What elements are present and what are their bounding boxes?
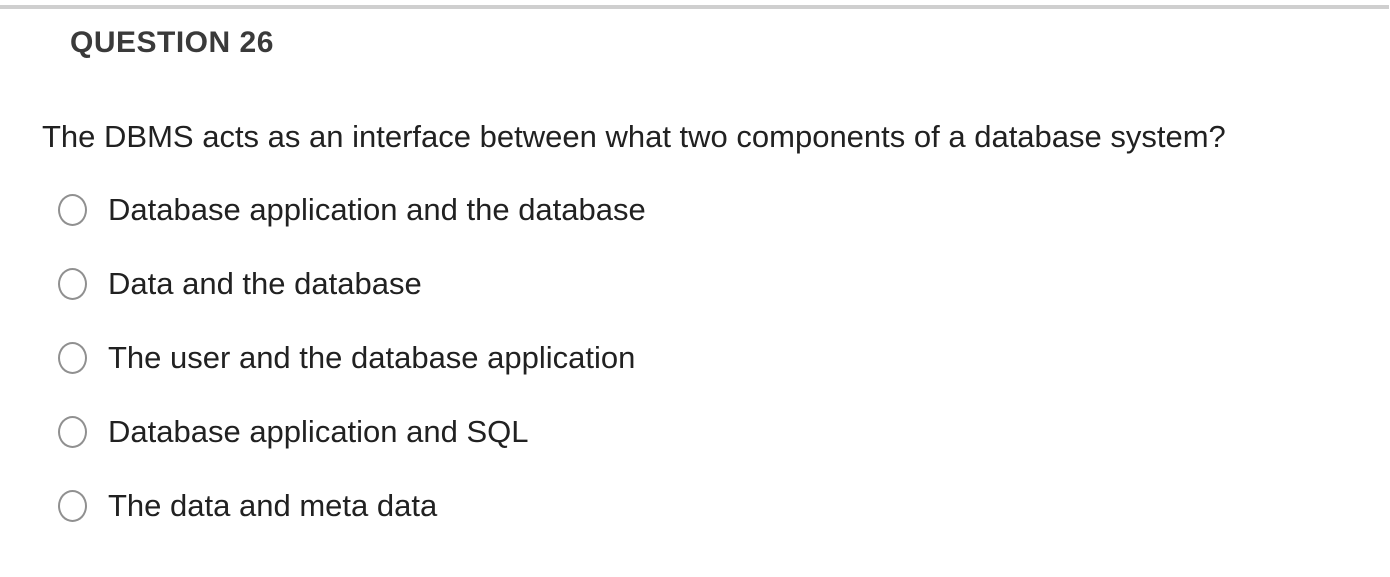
question-text: The DBMS acts as an interface between wh… [42, 119, 1226, 154]
option-label[interactable]: Data and the database [108, 266, 422, 301]
option-label[interactable]: The data and meta data [108, 488, 438, 523]
question-heading: QUESTION 26 [70, 26, 274, 59]
option-label[interactable]: Database application and SQL [108, 414, 529, 449]
radio-button-icon[interactable] [58, 416, 87, 448]
top-divider [0, 5, 1389, 9]
radio-button-icon[interactable] [58, 268, 87, 300]
option-label[interactable]: Database application and the database [108, 192, 646, 227]
answer-option-4[interactable]: Database application and SQL [58, 412, 529, 452]
radio-button-icon[interactable] [58, 342, 87, 374]
answer-option-3[interactable]: The user and the database application [58, 338, 635, 378]
answer-option-1[interactable]: Database application and the database [58, 190, 646, 230]
radio-button-icon[interactable] [58, 194, 87, 226]
option-label[interactable]: The user and the database application [108, 340, 636, 375]
answer-option-2[interactable]: Data and the database [58, 264, 422, 304]
answer-option-5[interactable]: The data and meta data [58, 486, 437, 526]
radio-button-icon[interactable] [58, 490, 87, 522]
